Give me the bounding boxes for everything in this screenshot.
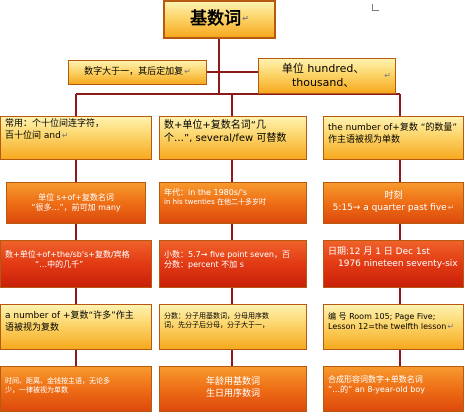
col3-item-3-line-1: 日期:12 月 1 日 Dec 1st [328,247,430,257]
col1-item-5: 时间、距离、金钱按主语，无论多 少，一律被视为单数 [0,366,152,412]
return-icon: ↵ [384,70,391,80]
col3-item-2-line-1: 时刻 [384,191,403,202]
col3-item-5-line-1: 合成形容词数字+单数名词 [328,375,423,384]
col1-item-3-line-2: “…中的几千” [35,260,84,270]
top-right-text: 单位 hundred、thousand、 [281,61,365,89]
col3-item-5: 合成形容词数字+单数名词 “…的” an 8-year-old boy [323,366,464,412]
col2-item-1-line-1: 数+单位+复数名词“几 [164,120,266,131]
top-left-box: 数字大于一，其后定加复↵ [68,60,207,85]
col2-item-3-line-2: 分数：percent 不加 s [164,260,244,270]
top-right-box: 单位 hundred、thousand、 ↵ [258,58,396,94]
col2-item-2: 年代：in the 1980s/'s in his twenties 在他二十多… [159,182,307,224]
col1-item-1-line-1: 常用：个十位间连字符， [5,119,105,129]
col3-item-4-line-2: Lesson 12=the twelfth lesson [328,322,447,332]
col1-item-4-line-1: a number of +复数“许多”作主 [5,311,134,321]
col3-item-5-line-2: “…的” an 8-year-old boy [328,385,425,395]
col1-item-4-line-2: 语被视为复数 [5,322,60,333]
col1-item-1-line-2: 百十位间 and [5,130,61,141]
col1-item-3: 数+单位+of+the/sb's+复数/宾格 “…中的几千” [0,240,152,288]
col1-item-4: a number of +复数“许多”作主 语被视为复数 [0,304,152,350]
col3-item-1-line-1: the number of+复数 “的数量” [328,123,458,133]
col1-item-2-line-2: “很多…”，前可加 many [31,203,121,212]
col1-item-2: 单位 s+of+复数名词 “很多…”，前可加 many [6,182,146,224]
return-icon: ↵ [184,67,191,77]
col2-item-2-line-2: in his twenties 在他二十多岁时 [164,198,266,207]
col2-item-4-line-2: 词，先分子后分母，分子大于一， [164,321,269,330]
page-corner-mark [372,4,379,11]
return-icon: ↵ [447,322,455,332]
col3-item-4-line-1: 编 号 Room 105; Page Five; [328,312,436,321]
col3-item-2-line-2: 5:15→ a quarter past five [332,203,447,213]
col2-item-1: 数+单位+复数名词“几 个…”, several/few 可替数 [159,116,307,160]
col2-item-4-line-1: 分数：分子用基数词，分母用序数 [164,312,269,320]
col2-item-5: 年龄用基数词 生日用序数词 [159,366,307,412]
col2-item-1-line-2: 个…”, several/few 可替数 [164,133,287,144]
col2-item-2-line-1: 年代：in the 1980s/'s [164,188,248,197]
col2-item-5-line-1: 年龄用基数词 [205,377,260,388]
return-icon: ↵ [447,203,455,212]
col1-item-1: 常用：个十位间连字符， 百十位间 and↵ [0,116,152,160]
col3-item-3: 日期:12 月 1 日 Dec 1st 1976 nineteen sevent… [323,240,464,288]
col1-item-2-line-1: 单位 s+of+复数名词 [38,192,114,202]
col2-item-4: 分数：分子用基数词，分母用序数 词，先分子后分母，分子大于一， [159,304,307,350]
col3-item-4: 编 号 Room 105; Page Five; Lesson 12=the t… [323,304,464,350]
col3-item-2: 时刻 5:15→ a quarter past five↵ [323,182,464,224]
col2-item-3-line-1: 小数：5.7→ five point seven，百 [164,250,290,259]
return-icon: ↵ [242,14,249,24]
return-icon: ↵ [61,130,69,140]
col3-item-1: the number of+复数 “的数量” 作主语被视为单数 [323,116,464,160]
col3-item-1-line-2: 作主语被视为单数 [328,134,401,145]
top-left-text: 数字大于一，其后定加复 [84,66,184,77]
col2-item-5-line-2: 生日用序数词 [205,389,260,399]
col1-item-5-line-1: 时间、距离、金钱按主语，无论多 [5,377,110,385]
col1-item-5-line-2: 少，一律被视为单数 [5,386,68,395]
col1-item-3-line-1: 数+单位+of+the/sb's+复数/宾格 [5,250,130,259]
title-box: 基数词↵ [163,0,276,39]
col3-item-3-line-2: 1976 nineteen seventy-six [338,258,458,269]
col2-item-3: 小数：5.7→ five point seven，百 分数：percent 不加… [159,240,307,288]
title-text: 基数词 [190,9,242,30]
